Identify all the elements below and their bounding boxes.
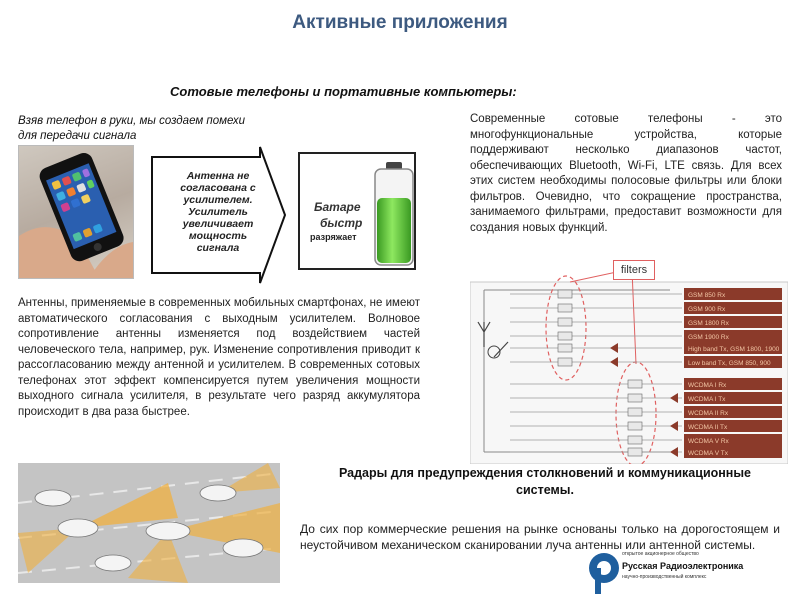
filter-block-icon — [627, 407, 643, 417]
filter-block-icon — [557, 289, 573, 299]
band-label-box — [684, 446, 782, 458]
filter-block-icon — [557, 303, 573, 313]
phone-caption: Взяв телефон в руки, мы создаем помехи д… — [18, 115, 246, 142]
radar-paragraph: До сих пор коммерческие решения на рынке… — [300, 522, 780, 552]
logo-tagline: научно-производственный комплекс — [622, 574, 707, 580]
band-label-box — [684, 356, 782, 368]
amplifier-icon — [670, 447, 678, 457]
band-label: WCDMA II Tx — [688, 424, 728, 431]
phone-in-hand-image — [18, 145, 134, 279]
band-label: WCDMA V Rx — [688, 438, 730, 445]
filter-block-icon — [627, 379, 643, 389]
amplifier-icon — [610, 357, 618, 367]
filter-block-icon — [557, 317, 573, 327]
battery-box: Батаре быстр разряжает — [298, 152, 416, 270]
car-radar-image — [18, 463, 280, 583]
band-label: GSM 1800 Rx — [688, 320, 730, 327]
radar-heading: Радары для предупреждения столкновений и… — [339, 466, 751, 497]
filter-block-icon — [557, 331, 573, 341]
filters-label: filters — [613, 260, 655, 280]
band-label: WCDMA V Tx — [688, 450, 729, 457]
logo-company-name: Русская Радиоэлектроника — [622, 561, 744, 571]
company-logo: открытое акционерное общество Русская Ра… — [588, 544, 788, 600]
right-arrow-icon — [151, 146, 287, 284]
filter-block-icon — [627, 421, 643, 431]
phone-illustration — [19, 152, 133, 278]
filter-block-icon — [627, 393, 643, 403]
filter-block-icon — [557, 343, 573, 353]
band-label-box — [684, 302, 782, 314]
band-label: GSM 1900 Rx — [688, 334, 730, 341]
band-label-box — [684, 342, 782, 354]
band-label-box — [684, 420, 782, 432]
band-label-box — [684, 378, 782, 390]
band-label: GSM 850 Rx — [688, 292, 726, 299]
band-label: WCDMA I Tx — [688, 396, 726, 403]
band-label-box — [684, 406, 782, 418]
filter-bank-diagram: GSM 850 Rx GSM 900 Rx GSM 1800 Rx GSM 1900 … — [470, 272, 788, 464]
band-label: High band Tx, GSM 1800, 1900 — [688, 346, 780, 353]
battery-text-line-1: Батаре — [314, 200, 361, 214]
band-label: WCDMA I Rx — [688, 382, 727, 389]
phones-paragraph: Современные сотовые телефоны - это много… — [470, 113, 782, 234]
battery-text-line-3: разряжает — [310, 232, 357, 242]
filter-block-icon — [627, 435, 643, 445]
arrow-shape — [148, 145, 288, 285]
cars-radar-illustration — [18, 463, 280, 583]
amplifier-icon — [670, 421, 678, 431]
filter-block-icon — [627, 447, 643, 457]
band-label: GSM 900 Rx — [688, 306, 726, 313]
antenna-paragraph: Антенны, применяемые в современных мобил… — [18, 297, 420, 418]
page-title: Активные приложения — [292, 12, 508, 33]
filter-block-icon — [557, 357, 573, 367]
band-label-box — [684, 330, 782, 342]
amplifier-icon — [670, 393, 678, 403]
logo-small-text: открытое акционерное общество — [622, 551, 699, 557]
battery-text-line-2: быстр — [320, 216, 363, 230]
logo-mark-icon — [589, 553, 619, 594]
battery-icon — [374, 162, 414, 266]
amplifier-icon — [610, 343, 618, 353]
band-label: Low band Tx, GSM 850, 900 — [688, 360, 771, 367]
band-label-box — [684, 392, 782, 404]
arrow-text: Антенна не согласована с усилителем. Уси… — [180, 170, 256, 254]
section-subtitle: Сотовые телефоны и портативные компьютер… — [170, 84, 517, 99]
band-label-box — [684, 434, 782, 446]
band-label: WCDMA II Rx — [688, 410, 729, 417]
band-label-box — [684, 316, 782, 328]
band-label-box — [684, 288, 782, 300]
